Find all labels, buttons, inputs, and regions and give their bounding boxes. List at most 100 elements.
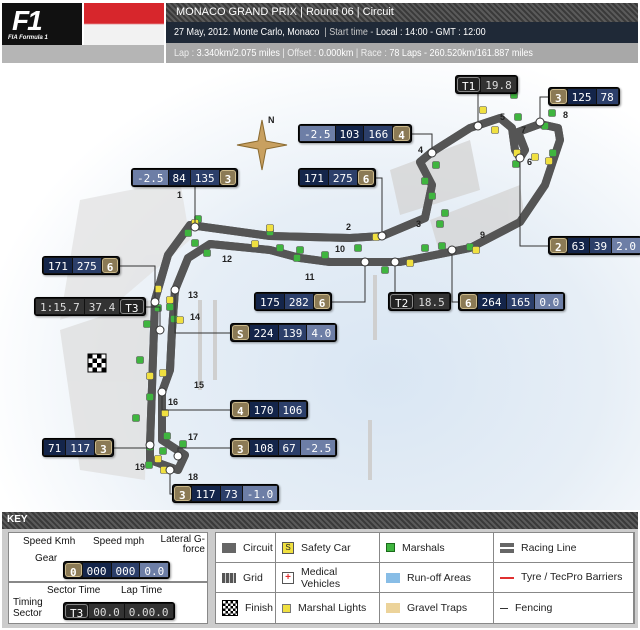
marshal-light-icon xyxy=(479,106,487,114)
gear-cell: 6 xyxy=(101,258,119,274)
mph-cell: 117 xyxy=(66,440,95,455)
turn-number: 18 xyxy=(188,472,198,482)
marshal-icon xyxy=(296,246,304,254)
marshal-icon xyxy=(184,229,192,237)
measure-point xyxy=(170,285,180,295)
sector-cell: T2 xyxy=(390,294,414,310)
turn-number: 11 xyxy=(305,272,315,282)
legend-barriers: Tyre / TecPro Barriers xyxy=(494,563,634,593)
measure-point xyxy=(427,148,437,158)
marshal-icon xyxy=(321,251,329,259)
turn-number: 19 xyxy=(135,462,145,472)
event-info: 27 May, 2012. Monte Carlo, Monaco | Star… xyxy=(166,22,638,43)
gear-cell: 3 xyxy=(95,440,112,456)
turn-number: 6 xyxy=(527,157,532,167)
marshal-light-icon xyxy=(161,409,169,417)
turn-number: 1 xyxy=(177,190,182,200)
measure-point xyxy=(173,451,183,461)
gear-cell: 6 xyxy=(313,294,331,310)
mph-cell: 135 xyxy=(190,170,219,185)
turn-number: 3 xyxy=(416,219,421,229)
marshal-icon xyxy=(143,320,151,328)
sc-cell: S xyxy=(232,325,249,341)
legend-grid-item: Grid xyxy=(216,563,276,593)
kmh-cell: 108 xyxy=(249,440,278,455)
key-panel: Speed Kmh Speed mph Lateral G-force Gear… xyxy=(2,529,638,628)
marshal-icon xyxy=(166,303,174,311)
marshal-icon xyxy=(191,239,199,247)
gear-cell: 3 xyxy=(174,486,191,502)
gear-cell: 3 xyxy=(550,89,567,105)
legend-medical: +Medical Vehicles xyxy=(276,563,380,593)
legend-circuit: Circuit xyxy=(216,533,276,563)
marshal-icon xyxy=(441,209,449,217)
page-title: MONACO GRAND PRIX | Round 06 | Circuit xyxy=(166,3,638,22)
measure-point xyxy=(377,231,387,241)
marshal-icon xyxy=(136,356,144,364)
kmh-cell: 103 xyxy=(335,126,364,141)
marshal-icon xyxy=(438,242,446,250)
turn-number: 15 xyxy=(194,380,204,390)
marshal-light-icon xyxy=(176,316,184,324)
marshal-light-icon xyxy=(159,369,167,377)
city-block xyxy=(60,300,150,480)
medical-icon: + xyxy=(282,571,294,584)
legend-marshals: Marshals xyxy=(380,533,494,563)
gravel-swatch-icon xyxy=(386,603,400,613)
marshal-light-icon xyxy=(154,455,162,463)
marshal-light-icon xyxy=(545,157,553,165)
legend-fencing: Fencing xyxy=(494,593,634,623)
kmh-cell: 71 xyxy=(44,440,66,455)
turn-number: 7 xyxy=(521,125,526,135)
marshal-icon xyxy=(436,220,444,228)
measure-point xyxy=(145,440,155,450)
turn-number: 4 xyxy=(418,145,423,155)
legend-gravel: Gravel Traps xyxy=(380,593,494,623)
legend-finish: Finish xyxy=(216,593,276,623)
marshal-light-icon xyxy=(531,153,539,161)
marshal-icon xyxy=(381,266,389,274)
marshal-icon xyxy=(293,254,301,262)
kmh-cell: 84 xyxy=(168,170,190,185)
lap-info: Lap : 3.340km/2.075 miles | Offset : 0.0… xyxy=(166,43,638,63)
marshal-icon xyxy=(145,461,153,469)
runoff-swatch-icon xyxy=(386,572,400,583)
compass-icon: N xyxy=(236,115,288,171)
mph-cell: 275 xyxy=(72,258,101,273)
finish-flag-icon xyxy=(87,353,107,373)
header-spacer xyxy=(2,45,164,63)
measure-point xyxy=(155,325,165,335)
legend-runoff: Run-off Areas xyxy=(380,563,494,593)
turn-number: 12 xyxy=(222,254,232,264)
marshal-light-icon xyxy=(154,285,162,293)
turn-number: 10 xyxy=(335,244,345,254)
mph-cell: 275 xyxy=(328,170,357,185)
circuit-swatch-icon xyxy=(222,542,236,553)
measure-point xyxy=(390,257,400,267)
marshal-icon xyxy=(159,447,167,455)
kmh-cell: 171 xyxy=(300,170,328,185)
marshal-icon xyxy=(421,244,429,252)
g-cell: -2.5 xyxy=(300,126,335,141)
turn-number: 14 xyxy=(190,312,200,322)
turn-number: 2 xyxy=(346,222,351,232)
kmh-cell: 170 xyxy=(249,402,278,417)
